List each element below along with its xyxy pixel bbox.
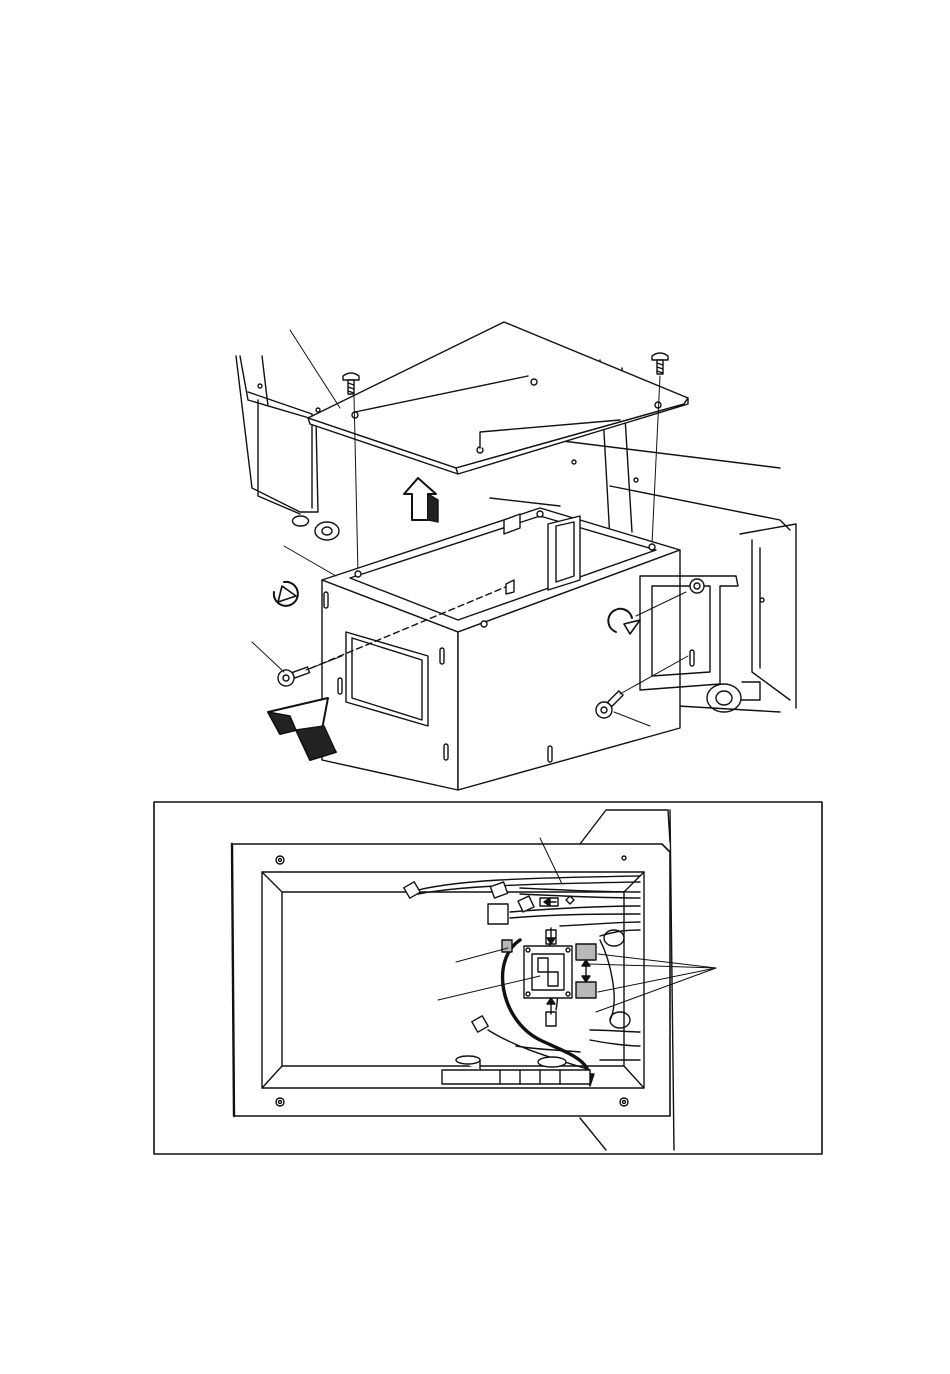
connector-board [524,946,572,998]
cabinet-interior [232,810,674,1150]
insert-arrow-icon [268,698,336,760]
screw-icon [652,353,668,374]
top-plate [308,322,688,474]
screw-icon [343,373,359,394]
base-cabinet [292,508,694,790]
